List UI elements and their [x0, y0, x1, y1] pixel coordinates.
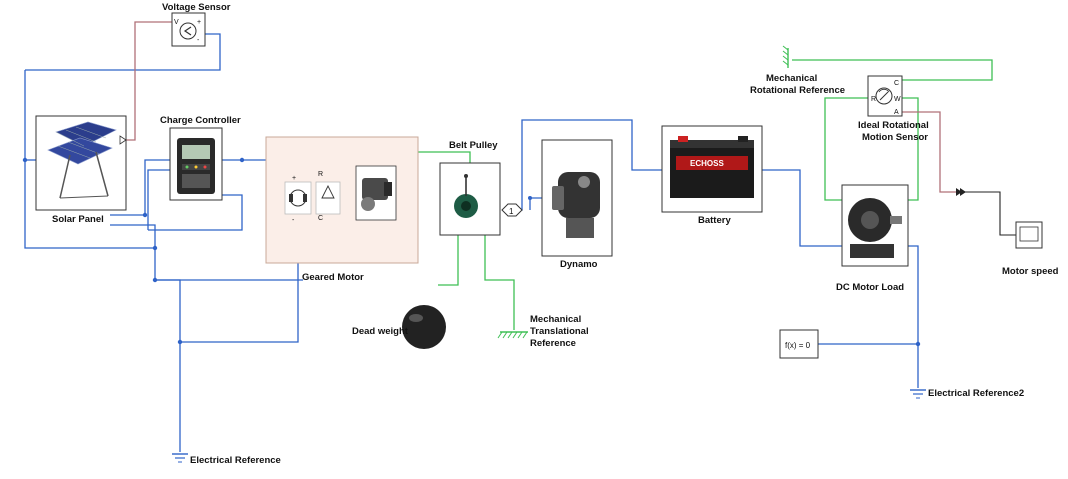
- mech-rot-ref-block[interactable]: Mechanical Rotational Reference: [750, 45, 845, 96]
- charge-controller-label: Charge Controller: [160, 115, 241, 126]
- junction-node: [152, 245, 158, 251]
- mech-trans-ref-label-2: Translational: [530, 326, 589, 337]
- wire-voltage-sensor-to-solar[interactable]: [126, 21, 172, 141]
- junction-node: [239, 157, 245, 163]
- wire-solar-to-controller-top[interactable]: [110, 159, 170, 216]
- wire-bus-to-ground[interactable]: [155, 279, 181, 342]
- junction-node: [152, 277, 158, 283]
- electrical-wires: [24, 33, 919, 452]
- junction-nodes: [22, 157, 921, 347]
- port-label: -: [197, 37, 200, 44]
- motor-speed-scope-block[interactable]: Motor speed: [1002, 221, 1059, 277]
- electrical-reference-block[interactable]: Electrical Reference: [172, 453, 281, 466]
- mech-trans-ref-label-1: Mechanical: [530, 314, 581, 325]
- mech-rot-ref-label-2: Rotational Reference: [750, 85, 845, 96]
- wire-rot-ref-to-sensor[interactable]: [792, 59, 993, 81]
- wire-controller-lower-loop[interactable]: [148, 194, 243, 231]
- dead-weight-block[interactable]: Dead weight: [352, 305, 446, 349]
- port-label: -: [292, 217, 295, 224]
- solar-panel-label: Solar Panel: [52, 214, 104, 225]
- junction-node: [528, 196, 532, 200]
- wire-solar-left-bus[interactable]: [24, 70, 155, 249]
- junction-node: [142, 212, 148, 218]
- port-label: A: [894, 109, 899, 116]
- solver-config-block[interactable]: f(x) = 0: [779, 329, 819, 359]
- mech-trans-ref-label-3: Reference: [530, 338, 576, 349]
- wire-controller-left[interactable]: [147, 169, 170, 230]
- geared-motor-block[interactable]: + - R C Geared Motor: [265, 136, 419, 283]
- port-label: +: [197, 19, 201, 26]
- port-label: W: [894, 96, 901, 103]
- battery-block[interactable]: ECHOSS Battery: [661, 125, 763, 226]
- belt-pulley-block[interactable]: Belt Pulley: [439, 140, 501, 236]
- port-label: V: [174, 19, 179, 26]
- motor-speed-label: Motor speed: [1002, 266, 1059, 277]
- dynamo-label: Dynamo: [560, 259, 598, 270]
- goto-tag-block[interactable]: 1: [501, 203, 523, 217]
- wire-pulley-to-deadweight[interactable]: [438, 230, 459, 286]
- port-label: +: [292, 175, 296, 182]
- mech-rot-ref-label-1: Mechanical: [766, 73, 817, 84]
- ideal-rot-sensor-block[interactable]: C R W A Ideal Rotational Motion Sensor: [858, 75, 929, 143]
- port-label: C: [318, 215, 323, 222]
- voltage-sensor-label: Voltage Sensor: [162, 2, 231, 13]
- wire-dynamo-left[interactable]: [529, 197, 542, 210]
- port-label: C: [894, 80, 899, 87]
- wire-pulley-to-trans-ref[interactable]: [484, 230, 515, 330]
- electrical-reference2-label: Electrical Reference2: [928, 388, 1024, 399]
- electrical-reference-label: Electrical Reference: [190, 455, 281, 466]
- wire-solar-lower[interactable]: [110, 224, 303, 281]
- wire-battery-to-dc-motor[interactable]: [762, 169, 842, 247]
- dc-motor-load-block[interactable]: DC Motor Load: [836, 184, 909, 293]
- goto-tag-label: 1: [509, 207, 514, 216]
- battery-brand-label: ECHOSS: [690, 159, 724, 168]
- wire-motor-minus-to-ground[interactable]: [179, 212, 299, 452]
- port-label: R: [318, 171, 323, 178]
- junction-node: [177, 339, 183, 345]
- wire-sensor-w-to-ps[interactable]: [902, 111, 956, 193]
- junction-node: [22, 157, 28, 163]
- solar-panel-block[interactable]: Solar Panel: [35, 115, 127, 225]
- dynamo-block[interactable]: Dynamo: [541, 139, 613, 270]
- wire-voltage-sensor-minus[interactable]: [25, 33, 221, 71]
- port-label: R: [871, 96, 876, 103]
- dead-weight-label: Dead weight: [352, 326, 409, 337]
- battery-label: Battery: [698, 215, 731, 226]
- wire-sensor-r-to-motor[interactable]: [824, 97, 868, 201]
- junction-node: [915, 341, 921, 347]
- mech-trans-ref-block[interactable]: Mechanical Translational Reference: [497, 314, 589, 349]
- signal-wires: [126, 21, 956, 193]
- voltage-sensor-block[interactable]: Voltage Sensor V + -: [162, 2, 231, 47]
- wire-sensor-to-motor-right[interactable]: [902, 97, 919, 201]
- belt-pulley-label: Belt Pulley: [449, 140, 498, 151]
- geared-motor-label: Geared Motor: [302, 272, 364, 283]
- solver-config-label: f(x) = 0: [785, 341, 811, 350]
- ideal-rot-sensor-label-1: Ideal Rotational: [858, 120, 929, 131]
- ps-simulink-converter[interactable]: [956, 188, 966, 196]
- dc-motor-load-label: DC Motor Load: [836, 282, 904, 293]
- ideal-rot-sensor-label-2: Motion Sensor: [862, 132, 928, 143]
- wire-speed-to-scope[interactable]: [965, 191, 1016, 236]
- electrical-reference2-block[interactable]: Electrical Reference2: [910, 388, 1024, 399]
- wire-dc-motor-to-ground2[interactable]: [908, 245, 919, 388]
- charge-controller-block[interactable]: Charge Controller: [160, 115, 241, 201]
